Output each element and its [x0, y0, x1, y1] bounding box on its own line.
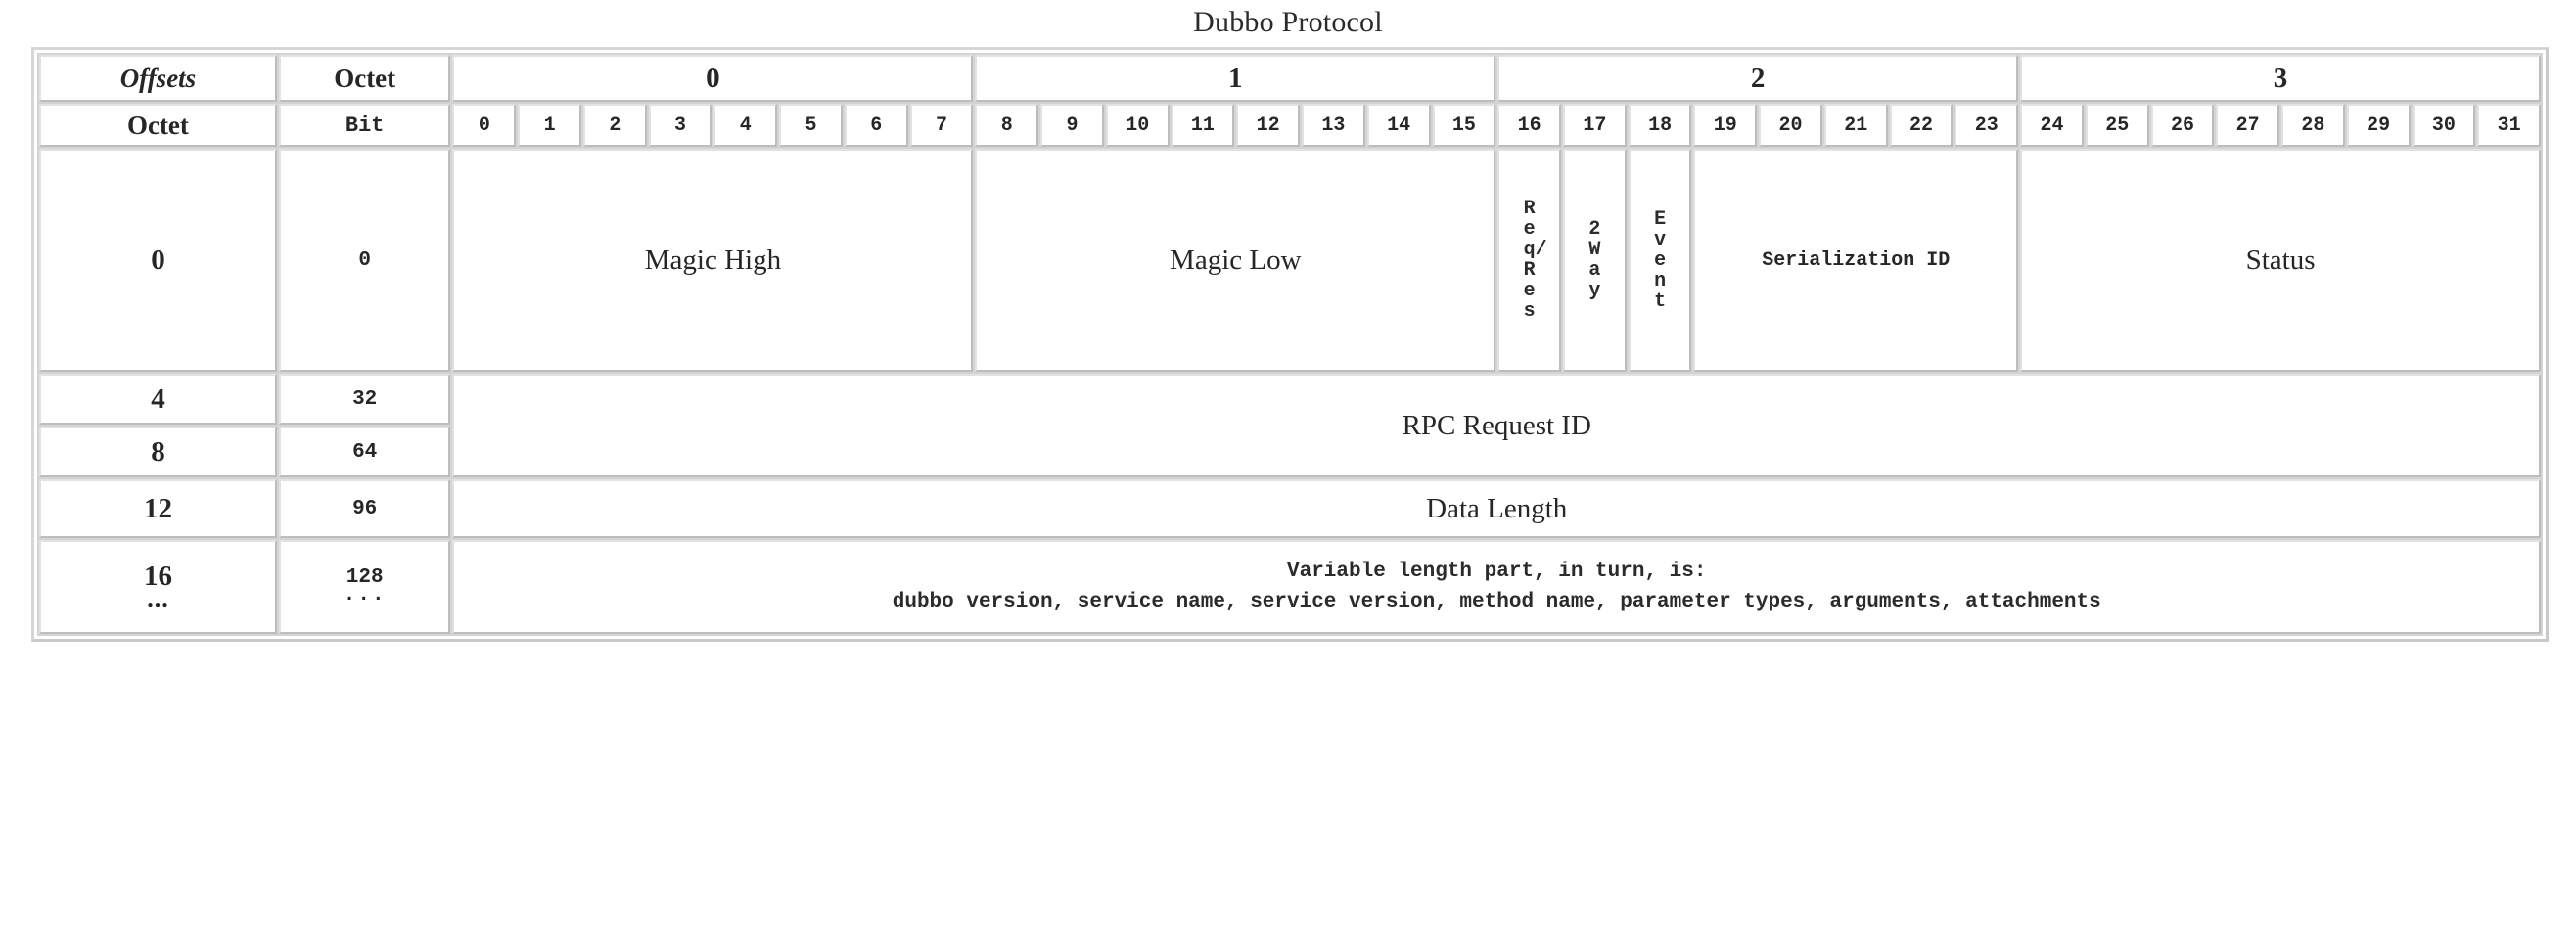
row-bit-offset-0: 0: [278, 149, 451, 372]
field-req-res-label: Req/Res: [1523, 198, 1547, 323]
bit-column-31: 31: [2477, 104, 2541, 147]
row-bit-offset-128-continuation: ...: [343, 584, 387, 607]
field-serialization-id: Serialization ID: [1693, 149, 2019, 372]
table-row-rpc-request-id-upper: 4 32 RPC Request ID: [39, 374, 2541, 477]
bit-column-22: 22: [1889, 104, 1954, 147]
bit-column-18: 18: [1628, 104, 1692, 147]
table-row-variable-part: 16 ... 128 ... Variable length part, in …: [39, 540, 2541, 634]
bit-column-26: 26: [2150, 104, 2215, 147]
bit-column-14: 14: [1366, 104, 1431, 147]
protocol-table: Offsets Octet 0 1 2 3 Octet Bit 0 1 2 3 …: [37, 53, 2543, 636]
variable-length-line-1: Variable length part, in turn, is:: [1287, 560, 1707, 583]
row-bit-offset-32: 32: [278, 374, 451, 425]
bit-column-8: 8: [975, 104, 1039, 147]
header-offsets-label: Offsets: [39, 55, 277, 102]
octet-column-3: 3: [2020, 55, 2541, 102]
field-rpc-request-id: RPC Request ID: [452, 374, 2541, 477]
header-octet-label: Octet: [278, 55, 451, 102]
row-octet-offset-16-continuation: ...: [147, 584, 169, 613]
bit-column-19: 19: [1693, 104, 1758, 147]
field-status: Status: [2020, 149, 2541, 372]
bit-column-17: 17: [1562, 104, 1627, 147]
bit-column-3: 3: [648, 104, 713, 147]
bit-column-24: 24: [2020, 104, 2084, 147]
table-row-rpc-request-id-lower: 8 64: [39, 427, 2541, 477]
table-row-octet-header: Offsets Octet 0 1 2 3: [39, 55, 2541, 102]
field-event-label: Event: [1654, 207, 1667, 313]
row-octet-offset-8: 8: [39, 427, 277, 477]
bit-column-25: 25: [2085, 104, 2149, 147]
bit-column-9: 9: [1040, 104, 1104, 147]
field-event: Event: [1628, 149, 1692, 372]
row-octet-offset-16-value: 16: [143, 560, 172, 592]
row-bit-offset-128: 128 ...: [278, 540, 451, 634]
variable-length-line-2: dubbo version, service name, service ver…: [892, 591, 2101, 613]
bit-column-4: 4: [713, 104, 778, 147]
field-variable-length-part: Variable length part, in turn, is: dubbo…: [452, 540, 2541, 634]
bit-column-15: 15: [1432, 104, 1496, 147]
bit-column-27: 27: [2216, 104, 2280, 147]
octet-column-2: 2: [1497, 55, 2019, 102]
bit-column-28: 28: [2281, 104, 2345, 147]
protocol-table-frame: Offsets Octet 0 1 2 3 Octet Bit 0 1 2 3 …: [31, 47, 2549, 642]
bit-column-12: 12: [1236, 104, 1301, 147]
bit-column-5: 5: [779, 104, 843, 147]
octet-column-0: 0: [452, 55, 974, 102]
field-magic-high: Magic High: [452, 149, 974, 372]
table-row-data-length: 12 96 Data Length: [39, 479, 2541, 538]
row-bit-offset-96: 96: [278, 479, 451, 538]
row-octet-offset-0: 0: [39, 149, 277, 372]
bit-column-11: 11: [1171, 104, 1235, 147]
bit-column-30: 30: [2412, 104, 2476, 147]
bit-column-21: 21: [1823, 104, 1888, 147]
row-octet-offset-4: 4: [39, 374, 277, 425]
row-bit-offset-128-value: 128: [345, 566, 384, 590]
bit-column-10: 10: [1105, 104, 1170, 147]
bit-column-20: 20: [1759, 104, 1822, 147]
field-req-res: Req/Res: [1497, 149, 1561, 372]
bit-column-7: 7: [909, 104, 974, 147]
bit-column-23: 23: [1955, 104, 2019, 147]
field-2way-label: 2Way: [1588, 218, 1601, 302]
bit-column-0: 0: [452, 104, 517, 147]
bit-column-13: 13: [1302, 104, 1365, 147]
table-row-header-fields: 0 0 Magic High Magic Low Req/Res 2Way Ev…: [39, 149, 2541, 372]
bit-column-16: 16: [1497, 104, 1561, 147]
bit-column-6: 6: [844, 104, 908, 147]
table-row-bit-header: Octet Bit 0 1 2 3 4 5 6 7 8 9 10 11 12 1…: [39, 104, 2541, 147]
field-data-length: Data Length: [452, 479, 2541, 538]
row-bit-offset-64: 64: [278, 427, 451, 477]
header-octet-row-label: Octet: [39, 104, 277, 147]
octet-column-1: 1: [975, 55, 1496, 102]
row-octet-offset-12: 12: [39, 479, 277, 538]
variable-length-text: Variable length part, in turn, is: dubbo…: [454, 557, 2539, 618]
bit-column-29: 29: [2346, 104, 2411, 147]
bit-column-1: 1: [518, 104, 581, 147]
header-bit-label: Bit: [278, 104, 451, 147]
field-magic-low: Magic Low: [975, 149, 1496, 372]
row-octet-offset-16: 16 ...: [39, 540, 277, 634]
bit-column-2: 2: [582, 104, 647, 147]
page-title: Dubbo Protocol: [1193, 6, 1383, 38]
field-2way: 2Way: [1562, 149, 1627, 372]
